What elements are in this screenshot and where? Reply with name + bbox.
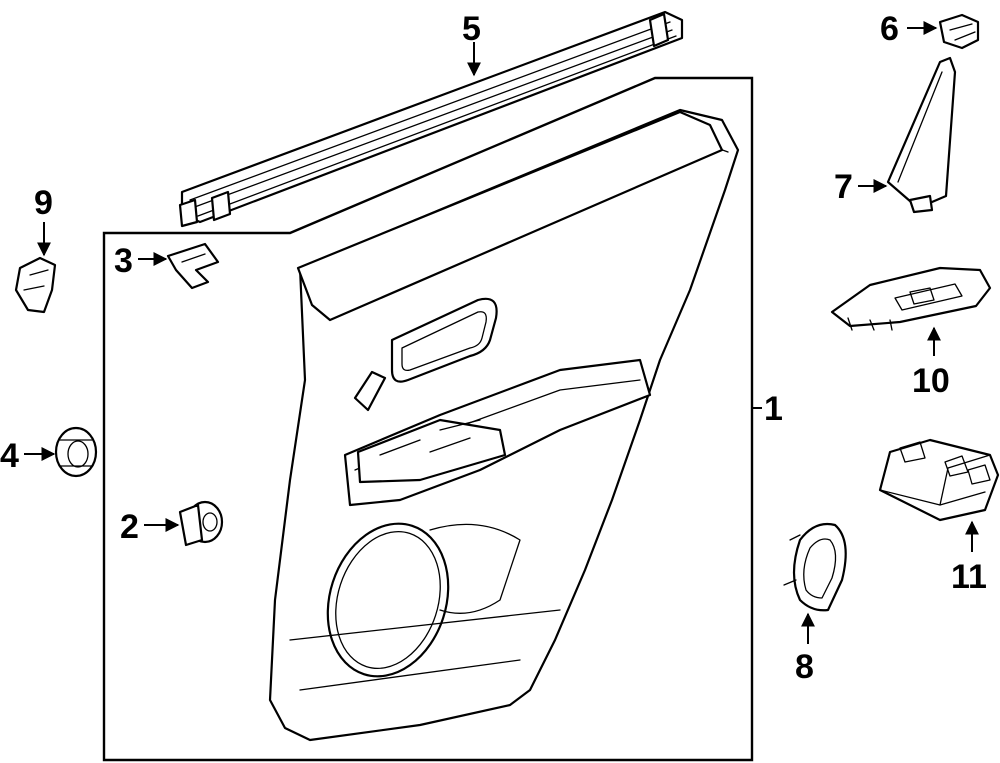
callout-1: 1 — [764, 390, 783, 428]
callout-3: 3 — [114, 242, 133, 280]
bracket-part-9 — [14, 256, 57, 314]
callout-6: 6 — [880, 10, 899, 48]
assembly-frame — [102, 76, 754, 762]
switch-bezel-part-10 — [830, 266, 992, 331]
switch-module-part-11 — [878, 438, 1000, 522]
push-pin-part-2 — [178, 500, 224, 547]
callout-2: 2 — [120, 508, 139, 546]
callout-7: 7 — [834, 168, 853, 206]
callout-9: 9 — [34, 184, 53, 222]
callout-8: 8 — [795, 648, 814, 686]
callout-11: 11 — [951, 558, 987, 596]
clip-part-3 — [166, 242, 220, 290]
cap-part-6 — [938, 13, 980, 50]
sail-trim-part-7 — [886, 56, 957, 214]
door-trim-panel-part — [268, 108, 740, 742]
callout-5: 5 — [462, 10, 481, 48]
belt-molding-part — [178, 10, 684, 228]
callout-4: 4 — [0, 437, 19, 475]
callout-10: 10 — [912, 362, 950, 400]
grommet-part-4 — [54, 426, 98, 478]
handle-housing-part-8 — [783, 522, 847, 612]
